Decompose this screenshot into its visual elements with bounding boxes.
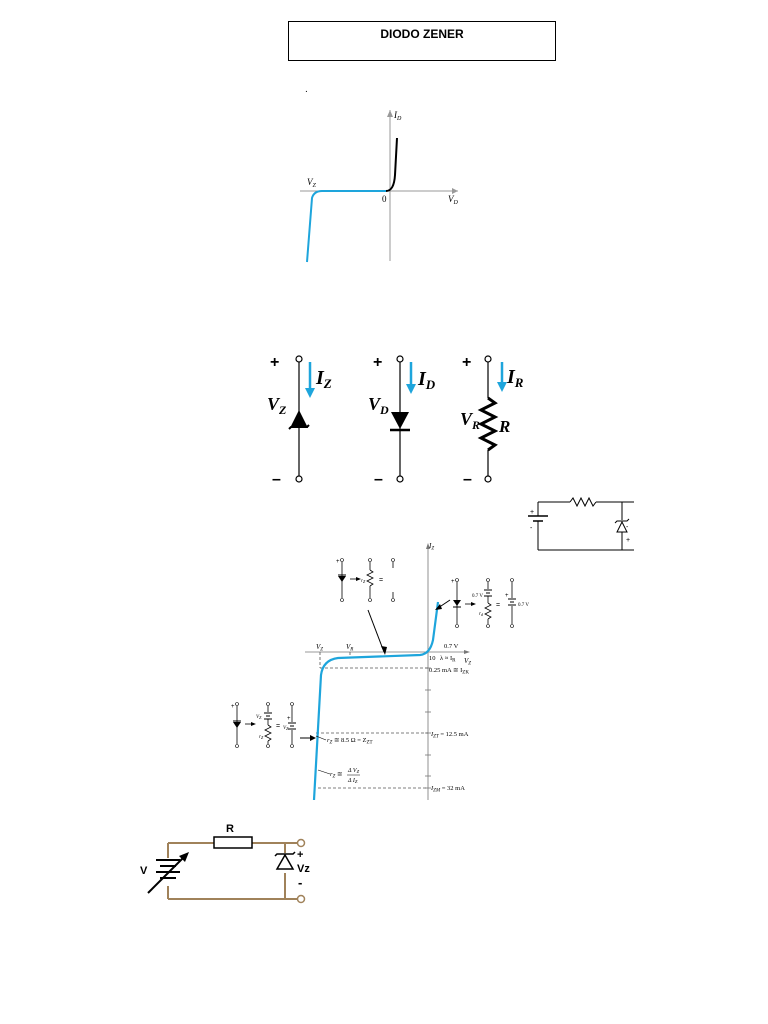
svg-text:IZT = 12.5 mA: IZT = 12.5 mA xyxy=(430,731,469,740)
svg-text:VZ: VZ xyxy=(316,643,323,653)
svg-text:=: = xyxy=(379,577,383,584)
vz-label: VZ xyxy=(307,177,317,189)
svg-text:rZ: rZ xyxy=(361,579,366,584)
svg-text:–: – xyxy=(272,471,281,488)
stray-dot: . xyxy=(305,84,308,95)
svg-text:-: - xyxy=(298,875,302,890)
svg-text:+: + xyxy=(297,849,303,861)
resistor-r xyxy=(213,836,253,849)
svg-text:rZ ≅ 8.5 Ω = ZZT: rZ ≅ 8.5 Ω = ZZT xyxy=(327,737,373,746)
id-label: ID xyxy=(393,110,402,122)
output-terminal-top xyxy=(296,838,306,848)
svg-text:VZ: VZ xyxy=(267,394,287,417)
vd-label: VD xyxy=(448,194,459,206)
svg-text:=: = xyxy=(276,723,280,730)
svg-text:+: + xyxy=(530,509,534,516)
svg-text:0.7 V: 0.7 V xyxy=(472,594,483,599)
svg-text:+: + xyxy=(336,559,340,565)
svg-text:+: + xyxy=(270,354,279,371)
svg-text:VZ: VZ xyxy=(464,657,471,667)
zener-diode-main xyxy=(274,851,296,870)
svg-text:VZ: VZ xyxy=(283,726,289,731)
svg-text:-: - xyxy=(626,524,629,531)
id-axis-arrow xyxy=(387,110,393,117)
svg-text:+: + xyxy=(373,354,382,371)
svg-text:λ ≈ IR: λ ≈ IR xyxy=(440,655,456,664)
svg-text:VD: VD xyxy=(368,394,389,417)
resistor-symbol: + – IR VR R xyxy=(460,354,524,488)
svg-text:–: – xyxy=(463,471,472,488)
svg-text:+: + xyxy=(451,579,455,585)
svg-text:VR: VR xyxy=(346,643,353,653)
origin-label: 0 xyxy=(382,194,387,204)
diode-symbol: + – ID VD xyxy=(368,354,436,488)
svg-text:–: – xyxy=(374,471,383,488)
svg-text:IZ: IZ xyxy=(315,367,332,391)
inset-reverse-model: + VZ rZ = VZ + xyxy=(231,702,296,748)
svg-text:rZ: rZ xyxy=(259,735,264,740)
page-title: DIODO ZENER xyxy=(288,21,556,61)
svg-text:-: - xyxy=(530,525,533,532)
output-terminal-bottom xyxy=(296,894,306,904)
svg-text:0.7 V: 0.7 V xyxy=(444,643,459,650)
svg-text:IZM = 32 mA: IZM = 32 mA xyxy=(430,785,465,794)
inset-forward-model: + 0.7 V rd = 0.7 V + xyxy=(451,578,529,628)
variable-source xyxy=(147,854,187,894)
svg-text:IZ: IZ xyxy=(428,542,434,552)
reverse-breakdown-curve xyxy=(306,190,386,263)
svg-text:0.25 mA ≅ IZK: 0.25 mA ≅ IZK xyxy=(429,667,469,676)
zener-symbol: + – IZ VZ xyxy=(267,354,332,488)
svg-text:ID: ID xyxy=(417,368,436,392)
svg-text:Δ IZ: Δ IZ xyxy=(347,778,358,784)
svg-text:+: + xyxy=(231,704,235,710)
svg-text:VR: VR xyxy=(460,409,480,432)
svg-text:V: V xyxy=(140,865,148,877)
svg-text:rZ ≅: rZ ≅ xyxy=(330,771,343,780)
svg-text:VZ: VZ xyxy=(256,715,262,720)
svg-text:+: + xyxy=(505,593,509,599)
svg-text:rd: rd xyxy=(479,612,484,617)
forward-conduction-curve xyxy=(385,137,398,192)
svg-text:Vz: Vz xyxy=(297,863,310,875)
svg-text:10: 10 xyxy=(429,655,436,662)
svg-text:0.7 V: 0.7 V xyxy=(518,603,529,608)
svg-text:+: + xyxy=(287,716,291,722)
svg-text:+: + xyxy=(462,354,471,371)
model-curve xyxy=(312,601,440,801)
vd-axis-arrow xyxy=(452,188,458,194)
svg-text:R: R xyxy=(498,417,510,436)
svg-text:=: = xyxy=(496,602,500,609)
svg-text:+: + xyxy=(626,537,630,544)
svg-text:R: R xyxy=(226,823,234,835)
svg-text:IR: IR xyxy=(506,366,524,390)
svg-text:Δ VZ: Δ VZ xyxy=(347,768,360,774)
inset-middle-model: + rZ = xyxy=(336,558,395,602)
